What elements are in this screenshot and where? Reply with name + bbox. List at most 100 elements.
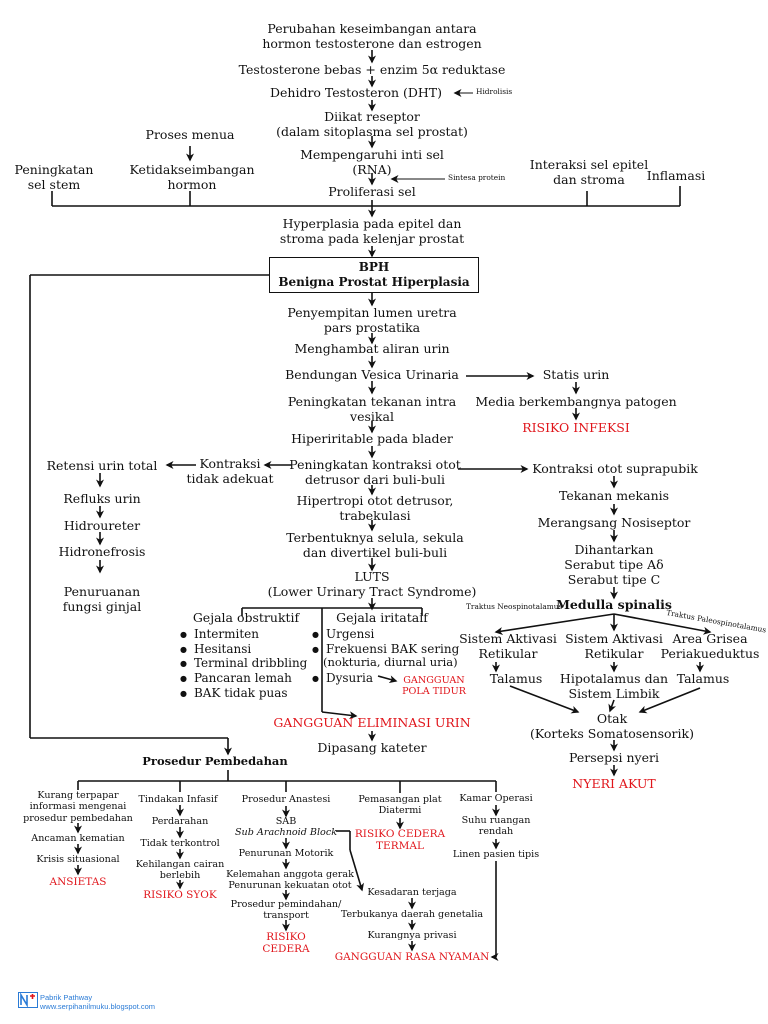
node-perdarahan: Perdarahan — [151, 816, 209, 827]
node-dht: Dehidro Testosteron (DHT) — [269, 85, 443, 100]
list-item: Terminal dribbling — [180, 656, 307, 671]
arrow — [613, 613, 712, 635]
arrow — [494, 613, 615, 635]
node-tidak-terkontrol: Tidak terkontrol — [140, 838, 220, 849]
node-hiperiritable: Hiperiritable pada blader — [291, 431, 453, 446]
node-pemindahan: Prosedur pemindahan/transport — [230, 899, 342, 922]
list-item: Pancaran lemah — [180, 671, 307, 686]
node-talamus-2: Talamus — [676, 671, 730, 686]
node-refluks: Refluks urin — [63, 491, 141, 506]
diagnosis-risiko-syok: RISIKO SYOK — [143, 889, 217, 901]
node-tindakan-infasif: Tindakan Infasif — [138, 794, 218, 805]
node-testosterone: Testosterone bebas + enzim 5α reduktase — [238, 62, 506, 77]
node-ancaman: Ancaman kematian — [31, 833, 125, 844]
node-krisis: Krisis situasional — [36, 854, 120, 865]
node-diikat-reseptor: Diikat reseptor(dalam sitoplasma sel pro… — [276, 109, 468, 139]
pabrik-pathway-logo-icon — [18, 992, 38, 1008]
node-kamar-operasi: Kamar Operasi — [459, 793, 533, 804]
node-otak: Otak(Korteks Somatosensorik) — [530, 711, 694, 741]
label-nokturia: (nokturia, diurnal uria) — [323, 655, 458, 669]
node-luts: LUTS(Lower Urinary Tract Syndrome) — [267, 569, 477, 599]
list-item: Hesitansi — [180, 642, 307, 657]
diagnosis-risiko-infeksi: RISIKO INFEKSI — [522, 420, 630, 435]
node-statis-urin: Statis urin — [542, 367, 610, 382]
gejala-iritatif-list: Urgensi Frekuensi BAK sering . Dysuria — [312, 627, 459, 686]
node-inflamasi: Inflamasi — [646, 168, 706, 183]
gejala-iritatif-title: Gejala iritataif — [336, 610, 428, 625]
diagnosis-gangguan-eliminasi: GANGGUAN ELIMINASI URIN — [273, 715, 471, 730]
node-bendungan: Bendungan Vesica Urinaria — [285, 367, 459, 382]
list-item: Frekuensi BAK sering — [312, 642, 459, 657]
node-linen: Linen pasien tipis — [452, 849, 540, 860]
node-genetalia: Terbukanya daerah genetalia — [340, 909, 484, 920]
arrow — [608, 699, 616, 713]
node-retensi: Retensi urin total — [46, 458, 158, 473]
list-item: Dysuria — [312, 671, 459, 686]
list-item: Intermiten — [180, 627, 307, 642]
arrow — [509, 685, 580, 714]
footer-url[interactable]: www.serpihanilmuku.blogspot.com — [40, 1002, 156, 1011]
node-hipertropi: Hipertropi otot detrusor,trabekulasi — [296, 493, 454, 523]
footer-credit: Pabrik Pathway www.serpihanilmuku.blogsp… — [40, 993, 155, 1011]
gejala-obstruktif-title: Gejala obstruktif — [192, 610, 300, 625]
node-proses-menua: Proses menua — [145, 127, 235, 142]
gejala-obstruktif-list: Intermiten Hesitansi Terminal dribbling … — [180, 627, 307, 700]
node-hidronefrosis: Hidronefrosis — [58, 544, 146, 559]
arrow — [638, 687, 701, 714]
diagnosis-nyeri-akut: NYERI AKUT — [572, 776, 656, 791]
node-medulla: Medulla spinalis — [556, 597, 672, 612]
node-privasi: Kurangnya privasi — [367, 930, 457, 941]
node-nosiseptor: Merangsang Nosiseptor — [537, 515, 691, 530]
node-prosedur-anastesi: Prosedur Anastesi — [241, 794, 331, 805]
arrow — [349, 849, 364, 892]
node-hidroureter: Hidroureter — [63, 518, 141, 533]
footer-brand: Pabrik Pathway — [40, 993, 93, 1002]
label-hidrolisis: Hidrolisis — [476, 87, 513, 96]
node-tekanan-mekanis: Tekanan mekanis — [558, 488, 670, 503]
label-neospinotalamus: Traktus Neospinotalamus — [466, 602, 563, 611]
node-persepsi: Persepsi nyeri — [569, 750, 659, 765]
node-proliferasi: Proliferasi sel — [328, 184, 416, 199]
node-media-patogen: Media berkembangnya patogen — [475, 394, 677, 409]
node-menghambat: Menghambat aliran urin — [294, 341, 450, 356]
node-penurunan-motorik: Penurunan Motorik — [238, 848, 334, 859]
diagnosis-gangguan-rasa-nyaman: GANGGUAN RASA NYAMAN — [334, 951, 490, 963]
list-item: BAK tidak puas — [180, 686, 307, 701]
list-item: Urgensi — [312, 627, 459, 642]
node-kateter: Dipasang kateter — [317, 740, 427, 755]
node-talamus-1: Talamus — [489, 671, 543, 686]
node-kesadaran: Kesadaran terjaga — [367, 887, 457, 898]
arrow — [321, 711, 358, 720]
prosedur-title: Prosedur Pembedahan — [142, 754, 288, 768]
label-sintesa-protein: Sintesa protein — [448, 173, 506, 182]
node-suprapubik: Kontraksi otot suprapubik — [532, 461, 698, 476]
diagnosis-ansietas: ANSIETAS — [49, 876, 107, 888]
